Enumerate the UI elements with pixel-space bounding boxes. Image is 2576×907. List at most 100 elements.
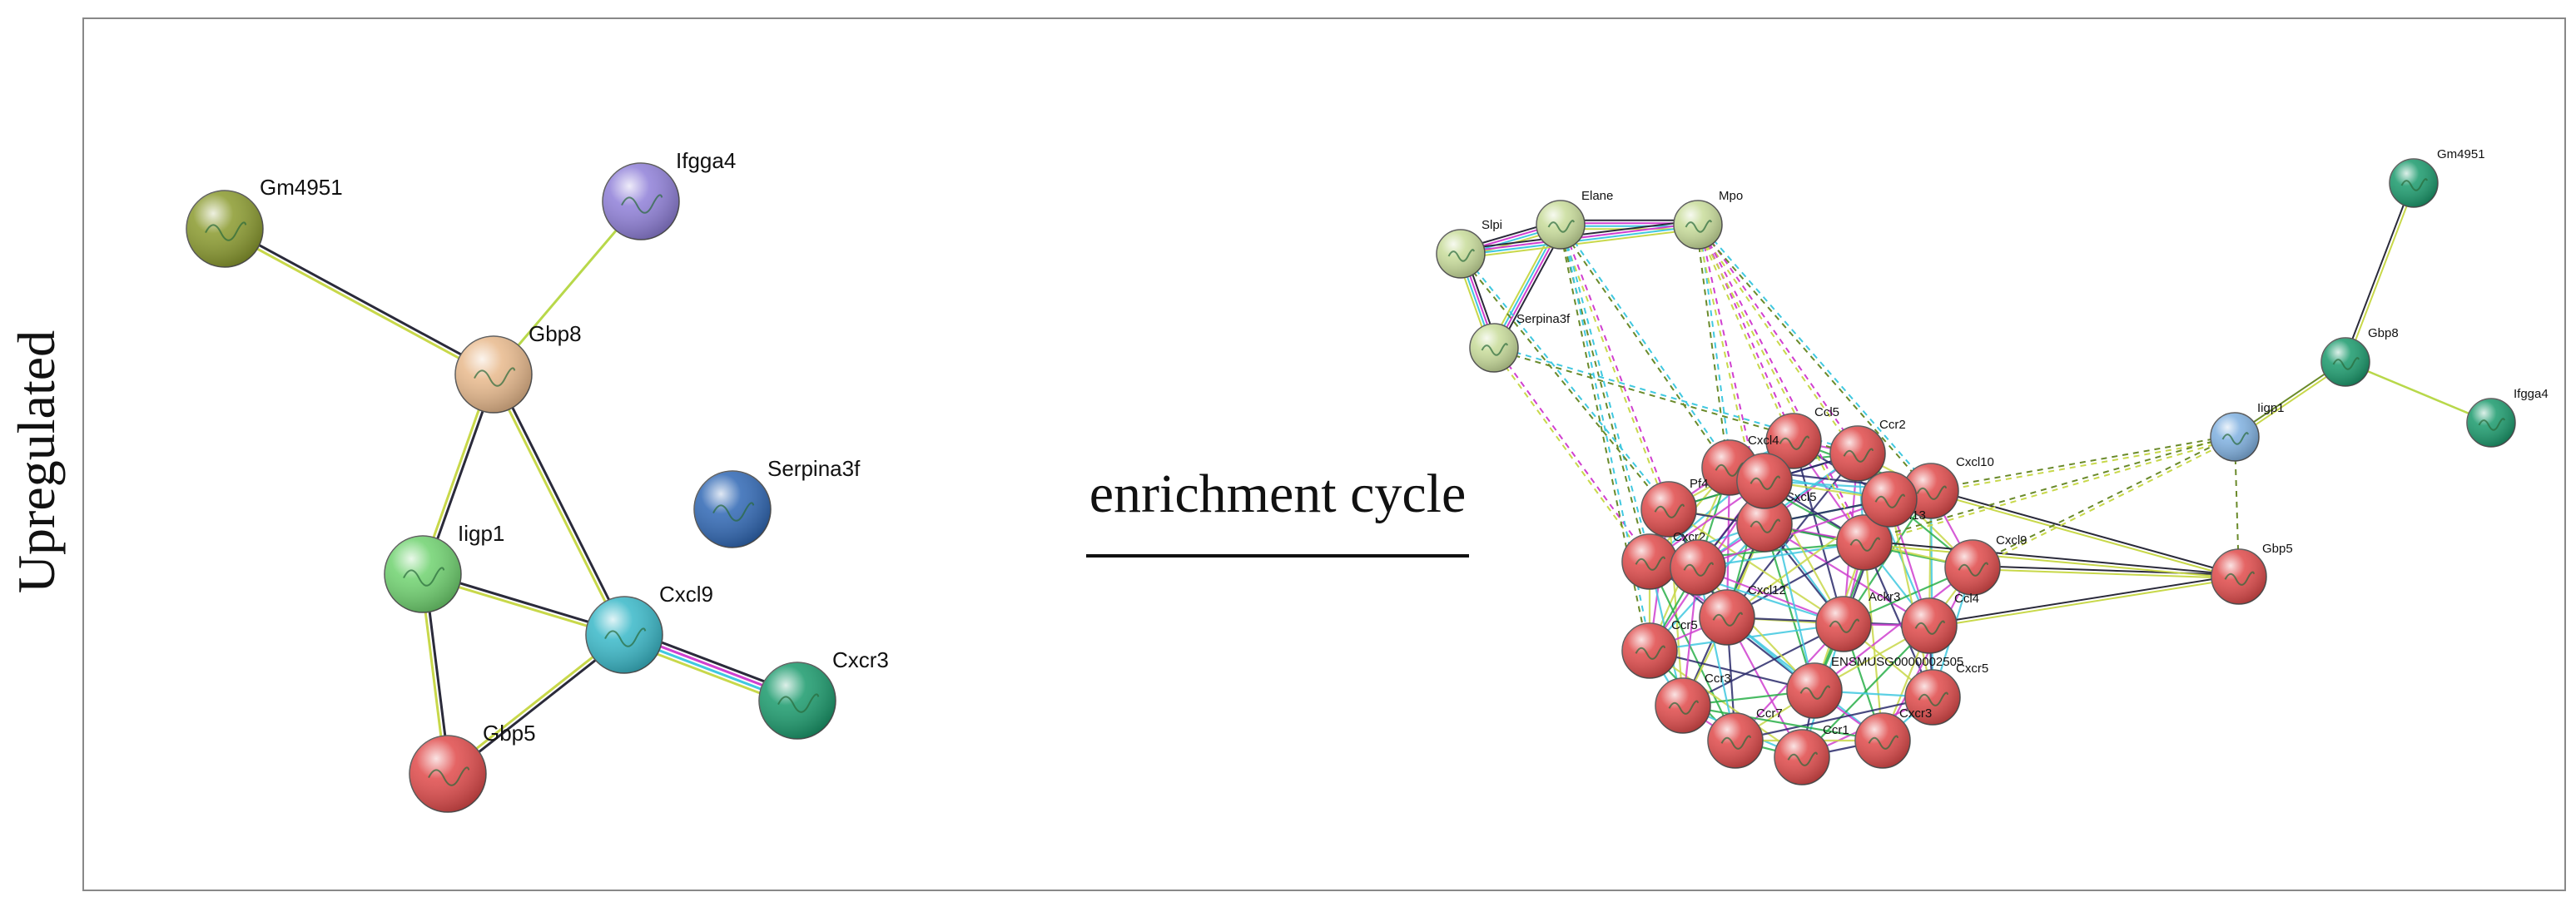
right-edge-cxcr2-ccr7: [1649, 561, 1736, 741]
right-node-cxcr5[interactable]: [1904, 669, 1961, 726]
right-node-ifgga4[interactable]: [2466, 398, 2516, 448]
right-edge-xb-xc: [1697, 498, 1890, 569]
right-label-ccr7: Ccr7: [1756, 706, 1783, 721]
left-label-gm4951: Gm4951: [260, 175, 343, 200]
left-node-gbp8[interactable]: [454, 335, 533, 414]
right-label-ccl5: Ccl5: [1814, 405, 1839, 419]
right-edge-cxcl9-cxcr3: [1882, 567, 1973, 741]
right-node-ccr5[interactable]: [1621, 622, 1678, 679]
right-edge-mpo-cxcl10: [1695, 223, 1933, 493]
right-label-cxcr5: Cxcr5: [1956, 662, 1988, 676]
right-node-mpo[interactable]: [1673, 200, 1723, 250]
left-label-iigp1: Iigp1: [458, 521, 504, 546]
right-edge-cxcl5-ccl4: [1764, 523, 1930, 627]
right-label-pf4: Pf4: [1690, 477, 1709, 491]
right-node-cxcl12[interactable]: [1699, 589, 1755, 646]
right-label-ccl4: Ccl4: [1954, 592, 1979, 606]
right-edge-mpo-ccl5: [1695, 223, 1796, 443]
right-label-cxcl9: Cxcl9: [1996, 533, 2028, 548]
right-node-ackr3[interactable]: [1815, 596, 1872, 652]
right-node-xb[interactable]: [1861, 471, 1918, 528]
right-edge-cxcl9-iigp1: [1971, 434, 2236, 570]
right-label-cxcr3: Cxcr3: [1899, 706, 1932, 721]
right-edge-cxcl9-ensmusg: [1814, 567, 1973, 691]
right-edge-ccl5-ackr3: [1792, 440, 1845, 625]
right-edge-ccr5-ccr1: [1649, 650, 1803, 758]
right-edge-ensmusg-xc: [1697, 567, 1815, 691]
right-edge-gbp8-ifgga4: [2345, 360, 2492, 424]
right-node-ccl5[interactable]: [1765, 413, 1822, 469]
left-network-nodes: Gm4951 Ifgga4Gbp8Serpina3fIigp1Cxcl9Cxcr3…: [186, 148, 889, 813]
right-node-gbp8[interactable]: [2320, 337, 2370, 387]
left-label-gbp5: Gbp5: [483, 721, 536, 746]
right-edge-ccr3-cxcr3: [1682, 704, 1884, 742]
left-label-cxcl9: Cxcl9: [659, 582, 713, 607]
right-node-ensmusg[interactable]: [1786, 662, 1843, 719]
left-label-cxcr3: Cxcr3: [832, 647, 889, 672]
right-edge-cxcl10-iigp1: [1930, 434, 2236, 493]
right-node-cxcl13[interactable]: [1836, 514, 1893, 571]
right-label-ccr5: Ccr5: [1671, 618, 1698, 632]
left-label-gbp8: Gbp8: [529, 321, 582, 346]
right-node-ccr1[interactable]: [1774, 729, 1830, 786]
right-label-ackr3: Ackr3: [1869, 590, 1900, 604]
right-node-gm4951[interactable]: [2389, 158, 2439, 208]
right-node-slpi[interactable]: [1436, 229, 1486, 279]
right-node-ccr3[interactable]: [1655, 677, 1711, 734]
right-label-ccr2: Ccr2: [1879, 418, 1906, 432]
left-node-gbp5[interactable]: [409, 735, 487, 813]
right-label-ensmusg: ENSMUSG0000002505: [1831, 655, 1963, 669]
right-edge-cxcl13-gbp5: [1864, 540, 2240, 579]
right-label-gm4951: Gm4951: [2437, 147, 2485, 161]
right-edge-cxcl13-cxcr3: [1863, 542, 1884, 741]
left-edge-gbp8-cxcl9: [490, 373, 628, 637]
right-node-ccr7[interactable]: [1707, 712, 1764, 769]
center-label: enrichment cycle: [1089, 463, 1467, 524]
right-node-cxcr3[interactable]: [1854, 712, 1911, 769]
right-edge-ccl4-ccr1: [1801, 625, 1930, 758]
left-node-iigp1[interactable]: [384, 535, 462, 613]
right-label-serpina3f: Serpina3f: [1516, 312, 1571, 326]
right-node-cxcl10[interactable]: [1903, 463, 1959, 519]
right-label-cxcl12: Cxcl12: [1748, 583, 1786, 597]
right-label-elane: Elane: [1581, 189, 1613, 203]
right-node-ccl4[interactable]: [1901, 597, 1958, 654]
right-node-ccr2[interactable]: [1829, 425, 1886, 482]
right-label-slpi: Slpi: [1482, 218, 1502, 232]
right-label-ccr1: Ccr1: [1823, 723, 1849, 737]
right-node-cxcr2[interactable]: [1621, 533, 1678, 590]
left-label-serpina3f: Serpina3f: [767, 456, 861, 481]
left-node-cxcr3[interactable]: [758, 662, 836, 740]
right-node-xa[interactable]: [1736, 453, 1793, 509]
right-node-pf4[interactable]: [1640, 481, 1697, 538]
right-node-cxcl9[interactable]: [1944, 539, 2001, 596]
right-label-ifgga4: Ifgga4: [2514, 387, 2549, 401]
right-edge-ccr5-ensmusg: [1649, 649, 1815, 692]
right-label-cxcl5: Cxcl5: [1785, 490, 1817, 504]
right-node-iigp1[interactable]: [2210, 412, 2260, 462]
left-node-serpina3f[interactable]: [693, 470, 772, 548]
right-edge-ccr7-xc: [1696, 567, 1737, 741]
right-edge-mpo-ccr2: [1695, 223, 1860, 455]
side-label: Upregulated: [7, 330, 66, 593]
right-node-serpina3f[interactable]: [1469, 323, 1519, 373]
left-label-ifgga4: Ifgga4: [676, 148, 736, 173]
right-edge-mpo-cxcl4: [1695, 224, 1732, 468]
left-node-ifgga4[interactable]: [602, 162, 680, 240]
left-node-cxcl9[interactable]: [585, 596, 663, 674]
left-node-gm4951[interactable]: [186, 190, 264, 268]
right-edge-ccl4-gbp5: [1928, 574, 2240, 628]
left-edge-gm4951-gbp8: [223, 226, 495, 378]
right-label-gbp8: Gbp8: [2368, 326, 2399, 340]
right-label-cxcl10: Cxcl10: [1956, 455, 1994, 469]
figure-frame: [82, 17, 2566, 891]
right-node-gbp5[interactable]: [2211, 548, 2267, 605]
right-node-cxcl5[interactable]: [1736, 496, 1793, 553]
right-label-mpo: Mpo: [1719, 189, 1743, 203]
right-node-elane[interactable]: [1536, 200, 1586, 250]
right-edge-cxcl13-cxcr5: [1863, 542, 1934, 698]
right-node-xc[interactable]: [1670, 539, 1726, 596]
right-edge-slpi-pf4: [1458, 252, 1671, 511]
